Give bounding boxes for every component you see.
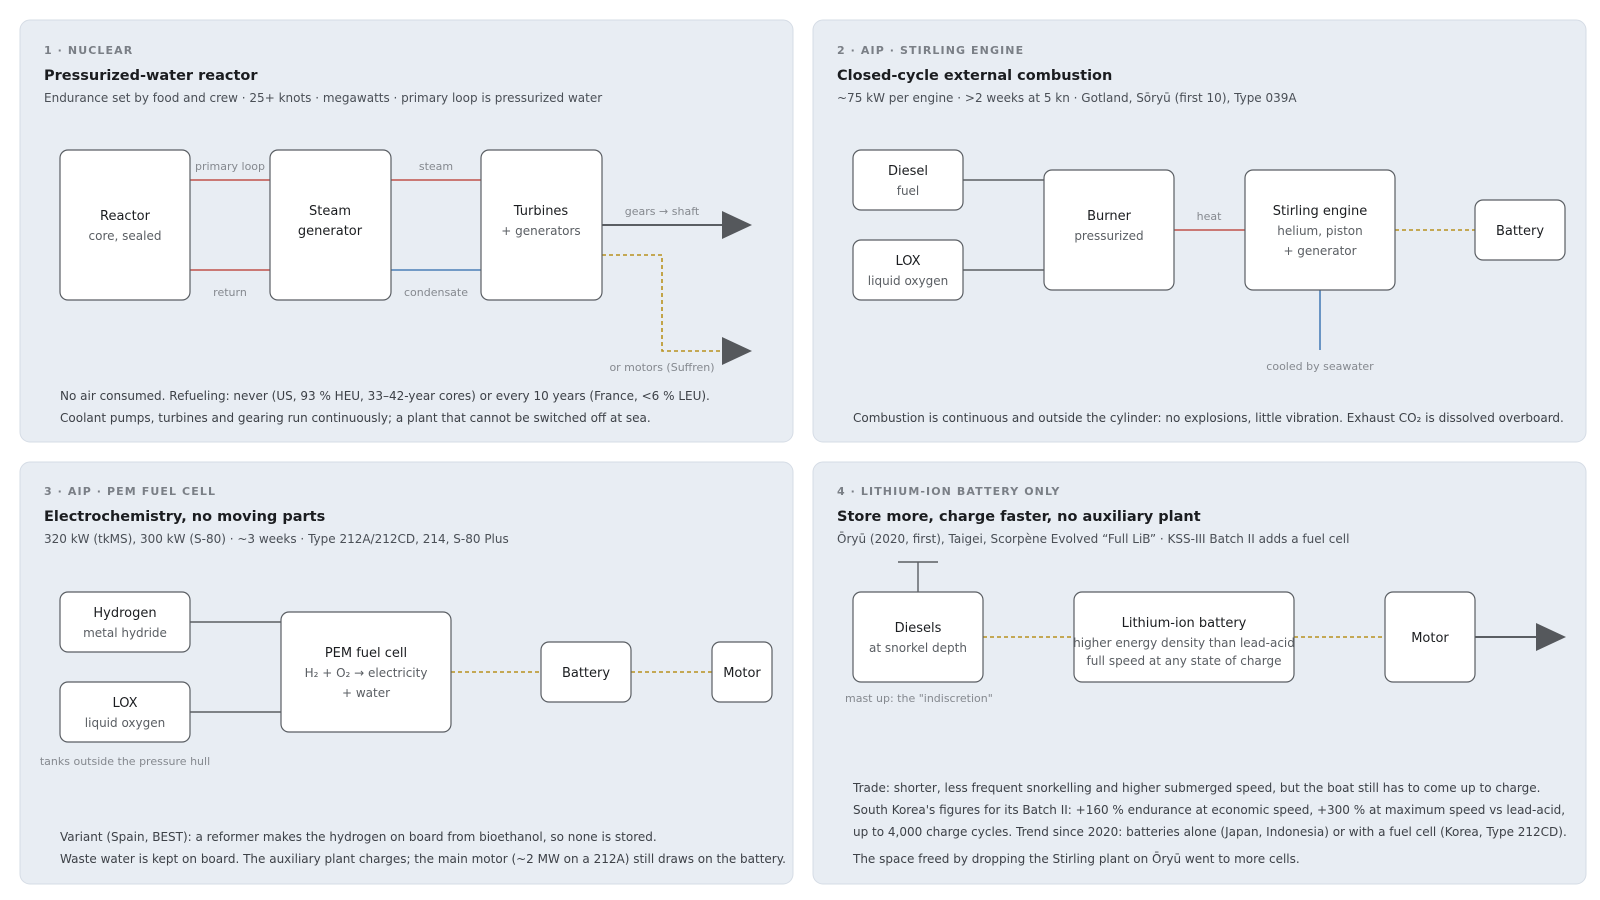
panel-footer-line: Combustion is continuous and outside the… xyxy=(853,411,1564,425)
panel-stirling-background xyxy=(812,19,1587,443)
panel-footer-line: Variant (Spain, BEST): a reformer makes … xyxy=(60,830,657,844)
panel-footer-line: Waste water is kept on board. The auxili… xyxy=(60,852,786,866)
panel-title: Closed-cycle external combustion xyxy=(837,68,1112,84)
turbines-subtitle: + generators xyxy=(501,224,580,238)
pem-title: PEM fuel cell xyxy=(325,646,407,661)
burner-title: Burner xyxy=(1087,209,1132,224)
panel-title: Store more, charge faster, no auxiliary … xyxy=(837,509,1201,525)
battery-title: Battery xyxy=(562,666,610,681)
lithium-ion-battery-box: Lithium-ion battery higher energy densit… xyxy=(1073,591,1295,683)
reactor-box: Reactor core, sealed xyxy=(59,149,191,301)
diesel-fuel-box: Diesel fuel xyxy=(852,149,964,211)
panel-footer-line: Trade: shorter, less frequent snorkellin… xyxy=(852,781,1540,795)
panel-nuclear-background xyxy=(19,19,794,443)
lox-title: LOX xyxy=(895,254,920,269)
lox-subtitle: liquid oxygen xyxy=(85,716,165,730)
gears-shaft-label: gears → shaft xyxy=(625,205,700,218)
diesel-subtitle: fuel xyxy=(897,184,920,198)
pem-subtitle: H₂ + O₂ → electricity xyxy=(305,666,428,680)
panel-subtitle: Ōryū (2020, first), Taigei, Scorpène Evo… xyxy=(837,532,1349,546)
turbines-box: Turbines + generators xyxy=(480,149,603,301)
burner-subtitle: pressurized xyxy=(1074,229,1143,243)
pem-subtitle-2: + water xyxy=(342,686,390,700)
motor-title: Motor xyxy=(723,666,761,681)
panel-eyebrow: 3 · AIP · PEM FUEL CELL xyxy=(44,485,216,498)
liion-subtitle: higher energy density than lead-acid xyxy=(1073,636,1295,650)
battery-title: Battery xyxy=(1496,224,1544,239)
diesels-subtitle: at snorkel depth xyxy=(869,641,967,655)
lox-box: LOX liquid oxygen xyxy=(852,239,964,301)
liion-subtitle-2: full speed at any state of charge xyxy=(1087,654,1282,668)
motor-title: Motor xyxy=(1411,631,1449,646)
turbines-title: Turbines xyxy=(513,204,569,219)
panel-title: Electrochemistry, no moving parts xyxy=(44,509,325,525)
or-motors-label: or motors (Suffren) xyxy=(609,361,714,374)
panel-fuel-cell: 3 · AIP · PEM FUEL CELL Electrochemistry… xyxy=(19,461,794,885)
reactor-subtitle: core, sealed xyxy=(89,229,162,243)
steam-generator-line2: generator xyxy=(298,224,363,239)
panel-footer-line: No air consumed. Refueling: never (US, 9… xyxy=(60,389,710,403)
burner-box: Burner pressurized xyxy=(1043,169,1175,291)
mast-label: mast up: the "indiscretion" xyxy=(845,692,993,705)
hydrogen-subtitle: metal hydride xyxy=(83,626,167,640)
reactor-title: Reactor xyxy=(100,209,151,224)
panel-footer-line: Coolant pumps, turbines and gearing run … xyxy=(60,411,651,425)
shaft-arrow-icon xyxy=(1536,623,1566,651)
primary-loop-label: primary loop xyxy=(195,160,265,173)
panel-eyebrow: 2 · AIP · STIRLING ENGINE xyxy=(837,44,1024,57)
battery-box: Battery xyxy=(1474,199,1566,261)
motor-box: Motor xyxy=(1384,591,1476,683)
battery-box: Battery xyxy=(540,641,632,703)
panel-stirling: 2 · AIP · STIRLING ENGINE Closed-cycle e… xyxy=(812,19,1587,443)
shaft-arrow-icon xyxy=(722,211,752,239)
panel-footer-line: The space freed by dropping the Stirling… xyxy=(852,852,1300,866)
heat-label: heat xyxy=(1197,210,1222,223)
hydrogen-box: Hydrogen metal hydride xyxy=(59,591,191,653)
cooled-label: cooled by seawater xyxy=(1266,360,1374,373)
panel-lithium-ion: 4 · LITHIUM-ION BATTERY ONLY Store more,… xyxy=(812,461,1587,885)
condensate-label: condensate xyxy=(404,286,468,299)
panel-subtitle: Endurance set by food and crew · 25+ kno… xyxy=(44,91,602,105)
panel-eyebrow: 4 · LITHIUM-ION BATTERY ONLY xyxy=(837,485,1060,498)
steam-generator-line1: Steam xyxy=(309,204,351,219)
panel-nuclear: 1 · NUCLEAR Pressurized-water reactor En… xyxy=(19,19,794,443)
stirling-title: Stirling engine xyxy=(1273,204,1368,219)
motors-line xyxy=(602,254,726,352)
panel-subtitle: 320 kW (tkMS), 300 kW (S-80) · ~3 weeks … xyxy=(44,532,509,546)
panel-title: Pressurized-water reactor xyxy=(44,68,258,84)
liion-title: Lithium-ion battery xyxy=(1122,616,1247,631)
diesels-title: Diesels xyxy=(895,621,942,636)
lox-title: LOX xyxy=(112,696,137,711)
tanks-label: tanks outside the pressure hull xyxy=(40,755,210,768)
lox-subtitle: liquid oxygen xyxy=(868,274,948,288)
panel-eyebrow: 1 · NUCLEAR xyxy=(44,44,133,57)
steam-generator-box: Steam generator xyxy=(269,149,392,301)
lox-box: LOX liquid oxygen xyxy=(59,681,191,743)
diesel-title: Diesel xyxy=(888,164,928,179)
motor-box: Motor xyxy=(711,641,773,703)
diesels-box: Diesels at snorkel depth xyxy=(852,591,984,683)
stirling-engine-box: Stirling engine helium, piston + generat… xyxy=(1244,169,1396,291)
hydrogen-title: Hydrogen xyxy=(93,606,156,621)
motors-arrow-icon xyxy=(722,337,752,365)
stirling-subtitle: helium, piston xyxy=(1277,224,1362,238)
steam-label: steam xyxy=(419,160,453,173)
return-label: return xyxy=(213,286,247,299)
panel-footer-line: up to 4,000 charge cycles. Trend since 2… xyxy=(853,825,1567,839)
panel-footer-line: South Korea's figures for its Batch II: … xyxy=(853,803,1565,817)
panel-subtitle: ~75 kW per engine · >2 weeks at 5 kn · G… xyxy=(837,91,1297,105)
pem-fuel-cell-box: PEM fuel cell H₂ + O₂ → electricity + wa… xyxy=(280,611,452,733)
stirling-subtitle-2: + generator xyxy=(1283,244,1356,258)
